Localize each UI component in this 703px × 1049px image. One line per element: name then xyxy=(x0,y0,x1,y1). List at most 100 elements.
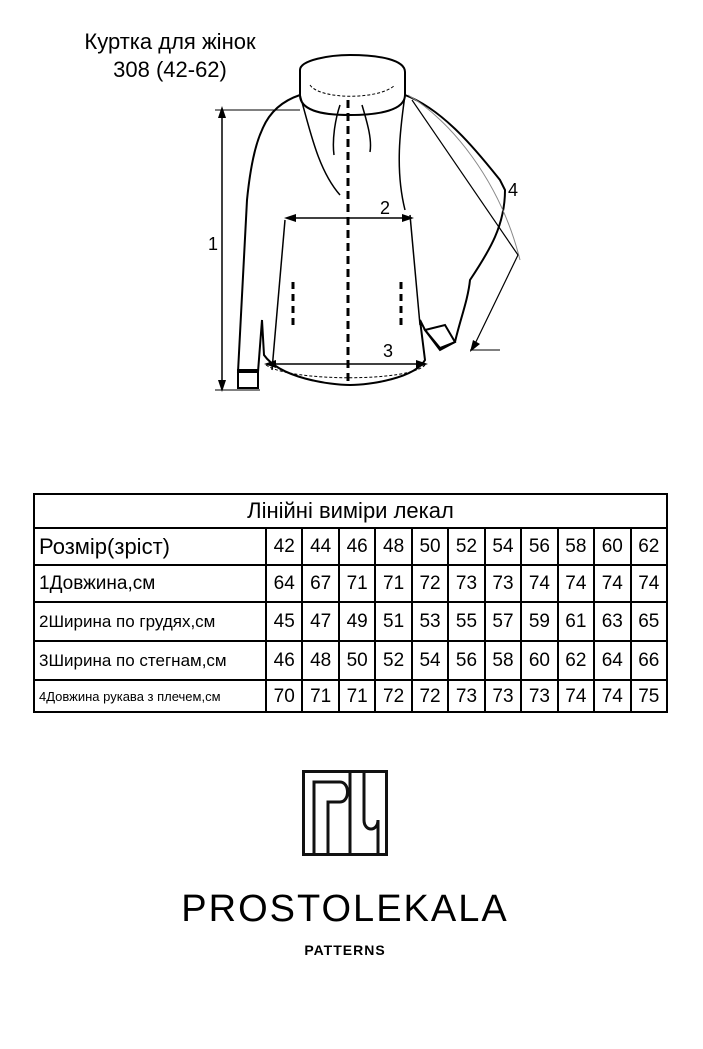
row-label: 2Ширина по грудях,см xyxy=(35,603,267,640)
hem-stitch xyxy=(265,364,426,379)
table-cell: 53 xyxy=(413,603,450,640)
drawstring-left xyxy=(332,104,341,156)
raglan-seam-left xyxy=(299,94,341,196)
table-title: Лінійні виміри лекал xyxy=(35,495,666,529)
table-cell: 73 xyxy=(449,566,486,601)
table-cell: 74 xyxy=(595,566,632,601)
table-cell: 61 xyxy=(559,603,596,640)
table-cell: 74 xyxy=(595,681,632,712)
table-cell: 60 xyxy=(522,642,559,679)
table-cell: 71 xyxy=(340,566,377,601)
drawstring-right xyxy=(361,104,372,153)
brand-sub: PATTERNS xyxy=(304,942,386,958)
table-cell: 60 xyxy=(595,529,632,564)
measure-length-arrow-bottom xyxy=(218,380,226,392)
table-cell: 74 xyxy=(522,566,559,601)
table-cell: 50 xyxy=(413,529,450,564)
table-cell: 56 xyxy=(449,642,486,679)
measure-sleeve xyxy=(411,99,519,256)
table-cell: 45 xyxy=(267,603,304,640)
measure-chest-arrow-left xyxy=(284,214,296,222)
hood-inner xyxy=(309,84,396,97)
left-cuff xyxy=(237,369,259,389)
table-cell: 49 xyxy=(340,603,377,640)
table-cell: 72 xyxy=(413,681,450,712)
table-cell: 46 xyxy=(340,529,377,564)
row-label: 4Довжина рукава з плечем,см xyxy=(35,681,267,712)
table-cell: 72 xyxy=(376,681,413,712)
table-cell: 58 xyxy=(486,642,523,679)
table-cell: 47 xyxy=(303,603,340,640)
table-cell: 51 xyxy=(376,603,413,640)
brand-name: PROSTOLEKALA xyxy=(181,888,509,930)
table-cell: 74 xyxy=(559,566,596,601)
table-cell: 58 xyxy=(559,529,596,564)
measure-hips-arrow-left xyxy=(264,360,276,368)
table-cell: 52 xyxy=(376,642,413,679)
row-label: Розмір(зріст) xyxy=(35,529,267,564)
label-1: 1 xyxy=(208,234,218,254)
table-cell: 54 xyxy=(413,642,450,679)
right-cuff xyxy=(423,323,457,352)
table-cell: 74 xyxy=(559,681,596,712)
table-cell: 64 xyxy=(267,566,304,601)
table-cell: 64 xyxy=(595,642,632,679)
table-cell: 71 xyxy=(376,566,413,601)
table-cell: 52 xyxy=(449,529,486,564)
table-cell: 42 xyxy=(267,529,304,564)
table-cell: 46 xyxy=(267,642,304,679)
table-cell: 48 xyxy=(376,529,413,564)
table-cell: 55 xyxy=(449,603,486,640)
hood-outline xyxy=(299,53,406,117)
table-cell: 71 xyxy=(340,681,377,712)
table-cell: 72 xyxy=(413,566,450,601)
page-title: Куртка для жінок 308 (42-62) xyxy=(20,28,320,84)
label-2: 2 xyxy=(380,198,390,218)
table-cell: 54 xyxy=(486,529,523,564)
table-cell: 63 xyxy=(595,603,632,640)
row-label: 3Ширина по стегнам,см xyxy=(35,642,267,679)
table-cell: 70 xyxy=(267,681,304,712)
title-line-1: Куртка для жінок xyxy=(84,29,256,54)
left-sleeve-inner xyxy=(271,219,286,371)
table-cell: 73 xyxy=(486,566,523,601)
measure-length-arrow-top xyxy=(218,106,226,118)
measure-sleeve-lower xyxy=(471,254,519,351)
raglan-seam-right xyxy=(398,94,406,211)
table-cell: 73 xyxy=(486,681,523,712)
title-line-2: 308 (42-62) xyxy=(113,57,227,82)
right-sleeve-inner xyxy=(409,214,421,326)
table-cell: 66 xyxy=(638,649,660,671)
jacket-body xyxy=(236,94,507,387)
measure-chest-arrow-right xyxy=(402,214,414,222)
table-cell: 62 xyxy=(559,642,596,679)
table-cell: 50 xyxy=(340,642,377,679)
table-cell: 67 xyxy=(303,566,340,601)
label-4: 4 xyxy=(508,180,518,200)
measure-hips-arrow-right xyxy=(416,360,428,368)
table-cell: 65 xyxy=(638,610,660,632)
table-cell: 73 xyxy=(449,681,486,712)
table-cell: 62 xyxy=(638,535,660,557)
table-cell: 71 xyxy=(303,681,340,712)
table-cell: 73 xyxy=(522,681,559,712)
table-cell: 74 xyxy=(638,572,660,594)
jacket-diagram: 1 2 3 4 xyxy=(208,53,521,392)
table-cell: 56 xyxy=(522,529,559,564)
table-cell: 48 xyxy=(303,642,340,679)
row-label: 1Довжина,см xyxy=(35,566,267,601)
table-cell: 59 xyxy=(522,603,559,640)
table-cell: 75 xyxy=(638,685,660,707)
